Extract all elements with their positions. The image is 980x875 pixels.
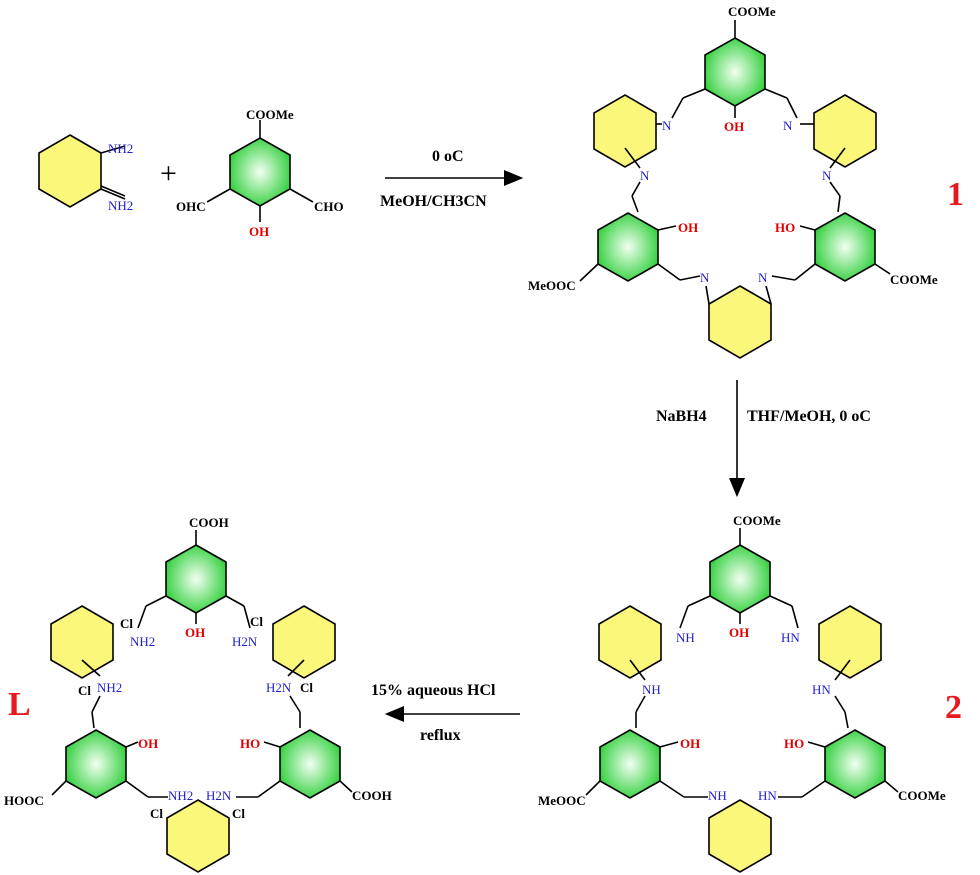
imine-n: N (662, 118, 672, 133)
chloride-label: Cl (232, 806, 245, 821)
ester-label: COOMe (246, 107, 294, 122)
nh2-label: NH2 (108, 141, 133, 156)
acid-label: COOH (352, 788, 392, 803)
hydroxy-label: HO (784, 736, 804, 751)
chloride-label: Cl (120, 616, 133, 631)
hydroxy-label: OH (249, 224, 269, 239)
step3-reagent: 15% aqueous HCl (371, 682, 496, 699)
cho-label: OHC (176, 199, 206, 214)
aldehyde-reactant: COOMe OHC CHO OH (176, 107, 344, 239)
step2-reagent: NaBH4 (656, 408, 707, 425)
compound-2-structure: COOMe OH NH HN NH HN OH MeOOC NH HO COOM… (538, 513, 946, 873)
compound-number-2: 2 (945, 689, 962, 726)
ammonium-n: NH2 (97, 680, 122, 695)
hydroxy-label: OH (678, 220, 698, 235)
amine-n: HN (812, 682, 831, 697)
imine-n: N (700, 270, 710, 285)
amine-n: NH (676, 630, 695, 645)
ammonium-n: H2N (232, 634, 258, 649)
imine-n: N (640, 168, 650, 183)
ammonium-n: NH2 (130, 634, 155, 649)
hydroxy-label: HO (240, 736, 260, 751)
amine-n: NH (708, 788, 727, 803)
amine-n: HN (781, 630, 800, 645)
hydroxy-label: OH (680, 736, 700, 751)
ammonium-n: H2N (206, 788, 232, 803)
acid-label: COOH (189, 515, 229, 530)
ester-label: MeOOC (538, 793, 586, 808)
chloride-label: Cl (150, 806, 163, 821)
plus-sign: + (160, 157, 177, 190)
acid-label: HOOC (4, 793, 44, 808)
compound-l-structure: COOH OH NH2 H2N Cl Cl NH2 Cl H2N Cl OH H… (4, 515, 392, 873)
hydroxy-label: OH (185, 625, 205, 640)
step1-solvent: MeOH/CH3CN (380, 193, 487, 210)
step1-temperature: 0 oC (432, 148, 464, 165)
hydroxy-label: HO (775, 220, 795, 235)
diamine-reactant: NH2 NH2 (38, 134, 133, 213)
ester-label: COOMe (890, 272, 938, 287)
chloride-label: Cl (300, 680, 313, 695)
hydroxy-label: OH (724, 119, 744, 134)
amine-n: HN (758, 788, 777, 803)
chloride-label: Cl (78, 683, 91, 698)
ester-label: COOMe (733, 513, 781, 528)
nh2-label: NH2 (108, 198, 133, 213)
ester-label: COOMe (728, 4, 776, 19)
imine-n: N (783, 118, 793, 133)
compound-number-l: L (8, 686, 31, 723)
cho-label: CHO (314, 199, 344, 214)
ammonium-n: NH2 (168, 788, 193, 803)
ester-label: MeOOC (528, 278, 576, 293)
amine-n: NH (642, 682, 661, 697)
hydroxy-label: OH (729, 625, 749, 640)
imine-n: N (758, 270, 768, 285)
compound-number-1: 1 (947, 176, 964, 213)
chloride-label: Cl (250, 614, 263, 629)
step3-conditions: reflux (420, 727, 461, 744)
hydroxy-label: OH (138, 736, 158, 751)
compound-1-structure: COOMe OH N N N N OH MeOOC N HO (528, 4, 938, 359)
imine-n: N (822, 168, 832, 183)
ammonium-n: H2N (266, 680, 292, 695)
step2-conditions: THF/MeOH, 0 oC (747, 408, 871, 425)
ester-label: COOMe (898, 788, 946, 803)
